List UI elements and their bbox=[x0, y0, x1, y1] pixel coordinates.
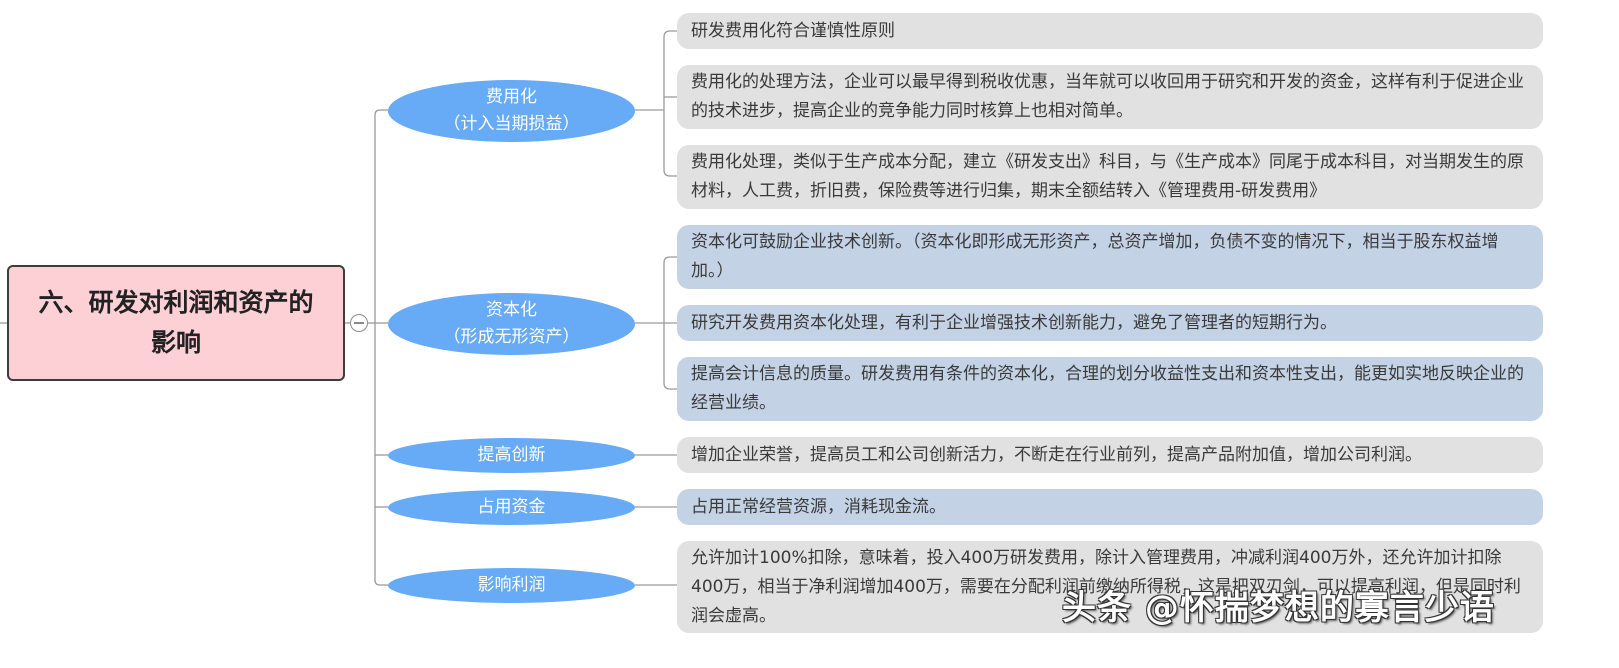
leaf-profit-impact-1[interactable]: 允许加计100%扣除，意味着，投入400万研发费用，除计入管理费用，冲减利润40… bbox=[677, 541, 1543, 633]
collapse-toggle-icon[interactable] bbox=[350, 314, 368, 332]
leaf-text: 研发费用化符合谨慎性原则 bbox=[691, 20, 895, 41]
leaf-text: 占用正常经营资源，消耗现金流。 bbox=[691, 496, 946, 517]
leaf-capitalization-2[interactable]: 研究开发费用资本化处理，有利于企业增强技术创新能力，避免了管理者的短期行为。 bbox=[677, 305, 1543, 341]
branch-expensing[interactable]: 费用化 （计入当期损益） bbox=[388, 80, 635, 142]
leaf-text: 研究开发费用资本化处理，有利于企业增强技术创新能力，避免了管理者的短期行为。 bbox=[691, 312, 1337, 333]
leaf-innovation-1[interactable]: 增加企业荣誉，提高员工和公司创新活力，不断走在行业前列，提高产品附加值，增加公司… bbox=[677, 437, 1543, 473]
leaf-text: 费用化处理，类似于生产成本分配，建立《研发支出》科目，与《生产成本》同尾于成本科… bbox=[691, 152, 1524, 201]
leaf-expensing-1[interactable]: 研发费用化符合谨慎性原则 bbox=[677, 13, 1543, 49]
leaf-text: 提高会计信息的质量。研发费用有条件的资本化，合理的划分收益性支出和资本性支出，能… bbox=[691, 364, 1524, 413]
branch-profit-impact[interactable]: 影响利润 bbox=[388, 568, 635, 603]
leaf-text: 费用化的处理方法，企业可以最早得到税收优惠，当年就可以收回用于研究和开发的资金，… bbox=[691, 72, 1524, 121]
leaf-expensing-2[interactable]: 费用化的处理方法，企业可以最早得到税收优惠，当年就可以收回用于研究和开发的资金，… bbox=[677, 65, 1543, 129]
leaf-text: 资本化可鼓励企业技术创新。（资本化即形成无形资产，总资产增加，负债不变的情况下，… bbox=[691, 232, 1499, 281]
branch-capitalization[interactable]: 资本化 （形成无形资产） bbox=[388, 293, 635, 355]
branch-innovation[interactable]: 提高创新 bbox=[388, 438, 635, 473]
leaf-text: 增加企业荣誉，提高员工和公司创新活力，不断走在行业前列，提高产品附加值，增加公司… bbox=[691, 444, 1422, 465]
branch-title: 费用化 bbox=[486, 87, 537, 107]
branch-title: 资本化 bbox=[486, 300, 537, 320]
branch-occupy-funds[interactable]: 占用资金 bbox=[388, 490, 635, 525]
leaf-occupy-funds-1[interactable]: 占用正常经营资源，消耗现金流。 bbox=[677, 489, 1543, 525]
branch-title: 提高创新 bbox=[477, 445, 546, 465]
leaf-capitalization-1[interactable]: 资本化可鼓励企业技术创新。（资本化即形成无形资产，总资产增加，负债不变的情况下，… bbox=[677, 225, 1543, 289]
watermark: 头条 @怀揣梦想的寡言少语 bbox=[1062, 588, 1495, 628]
root-topic[interactable]: 六、研发对利润和资产的影响 bbox=[7, 265, 345, 381]
branch-title: 占用资金 bbox=[477, 497, 546, 517]
branch-subtitle: （形成无形资产） bbox=[443, 327, 580, 347]
leaf-expensing-3[interactable]: 费用化处理，类似于生产成本分配，建立《研发支出》科目，与《生产成本》同尾于成本科… bbox=[677, 145, 1543, 209]
branch-subtitle: （计入当期损益） bbox=[443, 114, 580, 134]
leaf-text: 允许加计100%扣除，意味着，投入400万研发费用，除计入管理费用，冲减利润40… bbox=[691, 547, 1521, 626]
branch-title: 影响利润 bbox=[477, 575, 546, 595]
leaf-capitalization-3[interactable]: 提高会计信息的质量。研发费用有条件的资本化，合理的划分收益性支出和资本性支出，能… bbox=[677, 357, 1543, 421]
root-topic-label: 六、研发对利润和资产的影响 bbox=[38, 288, 314, 357]
